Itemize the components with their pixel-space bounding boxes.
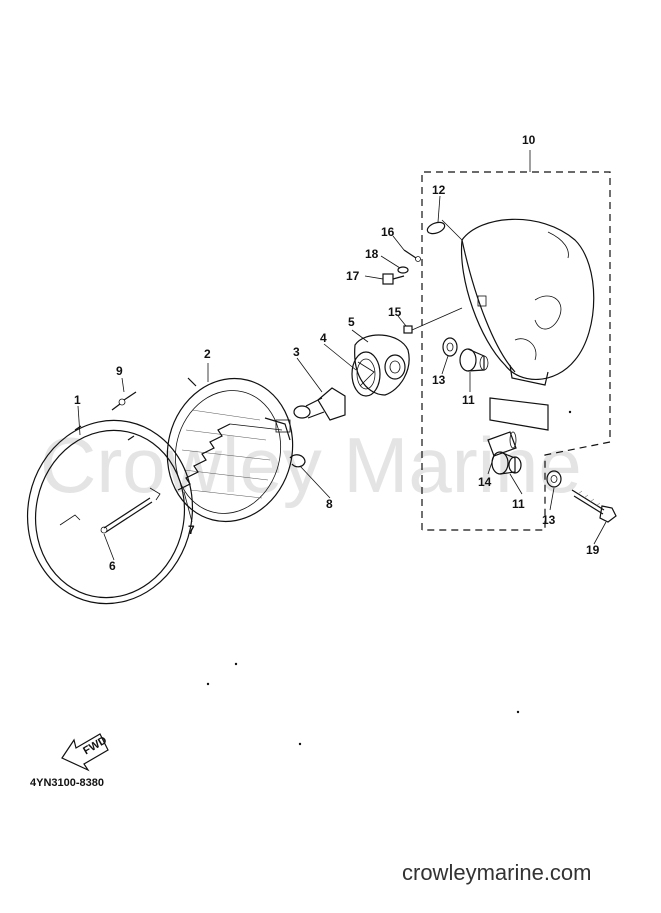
callout-13-lower: 13	[542, 513, 556, 527]
callout-12: 12	[432, 183, 446, 197]
website-footer: crowleymarine.com	[402, 860, 592, 885]
housing-assembly-box	[421, 150, 611, 531]
stray-dots	[206, 410, 572, 746]
bolt-19	[571, 489, 617, 523]
callout-13-upper: 13	[432, 373, 446, 387]
leader-lines	[77, 195, 607, 561]
callout-1: 1	[74, 393, 81, 407]
watermark-text: Crowley Marine	[40, 421, 582, 509]
callout-18: 18	[365, 247, 379, 261]
callout-2: 2	[204, 347, 211, 361]
spring-7	[177, 423, 283, 491]
clip-12	[426, 219, 463, 241]
callout-8: 8	[326, 497, 333, 511]
callout-19: 19	[586, 543, 600, 557]
callout-14: 14	[478, 475, 492, 489]
socket-cover-5	[354, 334, 410, 396]
headlight-housing-shell	[460, 218, 595, 386]
callout-labels: 1 2 3 4 5 6 7 8 9 10 11 11 12 13 13 13 1…	[74, 133, 600, 573]
bolt-17	[382, 273, 405, 285]
bulb-3	[293, 387, 346, 421]
callout-16: 16	[381, 225, 395, 239]
screw-15	[403, 307, 463, 334]
callout-17: 17	[346, 269, 360, 283]
fwd-label: FWD	[81, 734, 109, 757]
ring-4	[351, 351, 381, 397]
callout-5: 5	[348, 315, 355, 329]
callout-7: 7	[188, 523, 195, 537]
collar-11-lower	[491, 451, 522, 475]
callout-11-lower: 11	[512, 497, 525, 511]
fwd-arrow-icon: FWD	[61, 733, 109, 772]
drawing-code: 4YN3100-8380	[30, 777, 104, 789]
callout-4: 4	[320, 331, 327, 345]
sealed-beam-unit-2	[166, 377, 294, 523]
headlight-rim-1	[26, 419, 194, 605]
grommet-13-upper	[442, 337, 458, 357]
mounting-bracket	[489, 397, 549, 431]
callout-3: 3	[293, 345, 300, 359]
screw-16	[403, 249, 421, 262]
collar-11-upper	[459, 348, 489, 372]
screw-9	[111, 391, 137, 411]
screw-6	[100, 497, 153, 534]
callout-9: 9	[116, 364, 123, 378]
callout-10: 10	[522, 133, 536, 147]
callout-15: 15	[388, 305, 402, 319]
callout-11-upper: 11	[462, 393, 475, 407]
washer-18	[397, 266, 409, 274]
clip-8	[289, 454, 306, 468]
sleeve-14	[487, 431, 517, 457]
grommet-13-lower	[546, 470, 562, 488]
callout-6: 6	[109, 559, 116, 573]
